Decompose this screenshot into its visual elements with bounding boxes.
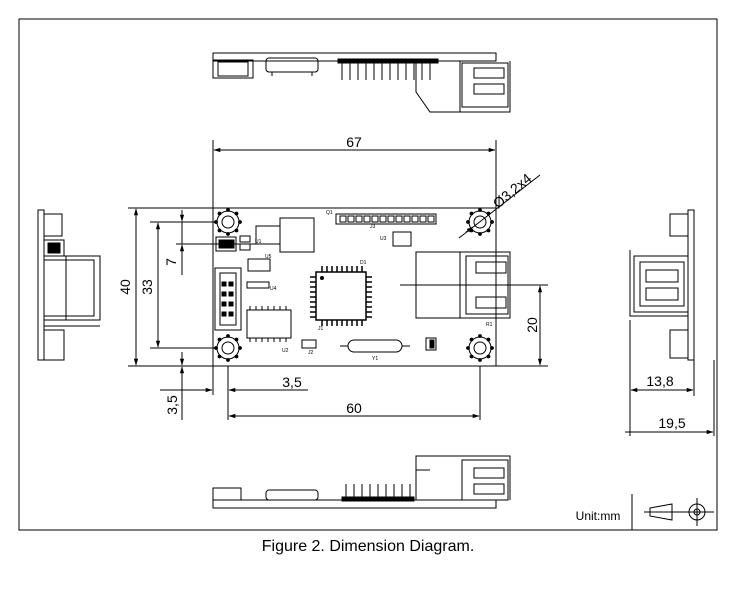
small-ic-u6 — [392, 231, 412, 247]
left-side-view — [37, 209, 101, 361]
bottom-view-rj45 — [415, 455, 511, 501]
crystal-y1 — [340, 339, 410, 353]
idc-header — [214, 267, 242, 331]
label-d1: D1 — [360, 260, 367, 266]
dim-hole-offset-y: 3,5 — [164, 395, 180, 415]
bottom-view-pin-header — [341, 484, 415, 502]
top-side-view — [212, 52, 511, 113]
bottom-side-view — [212, 455, 511, 509]
label-r1: R1 — [486, 322, 493, 328]
unit-box: Unit:mm — [576, 494, 714, 530]
dim-board-width: 67 — [346, 134, 362, 150]
soic-u4 — [246, 281, 292, 342]
pin-header-strip — [335, 213, 437, 225]
dimension-lines — [128, 140, 548, 420]
unit-label: Unit:mm — [576, 509, 621, 523]
dim-hole-offset-x: 3,5 — [282, 374, 302, 390]
dim-rj45-offset: 20 — [524, 317, 540, 333]
top-view-rj45 — [415, 61, 511, 113]
top-view-pin-header — [337, 58, 439, 80]
board-top-view — [212, 207, 511, 367]
dim-board-height: 40 — [117, 279, 133, 295]
dimension-texts: 67 40 33 7 Ø3,2x4 3,5 3,5 60 20 — [117, 134, 540, 416]
small-ic-u5 — [247, 258, 271, 272]
dim-header-offset: 7 — [163, 258, 179, 266]
label-u2: U2 — [282, 348, 289, 354]
mounting-hole-top-left — [214, 208, 242, 236]
label-u1: U1 — [255, 239, 262, 245]
projection-symbol-icon — [644, 498, 714, 526]
dim-hole-spacing-x: 60 — [346, 400, 362, 416]
label-q1: Q1 — [326, 210, 333, 216]
component-labels: U1 U5 J3 U3 U4 U2 J1 J2 Y1 D1 R1 Q1 — [255, 210, 493, 362]
right-side-view — [625, 209, 715, 436]
dim-hole-spacing-y: 33 — [139, 279, 155, 295]
regulator — [279, 217, 315, 253]
mounting-hole-bottom-right — [466, 334, 494, 362]
drawing-frame — [18, 18, 718, 531]
label-j1: J1 — [318, 326, 324, 332]
figure-caption: Figure 2. Dimension Diagram. — [261, 538, 475, 555]
label-u5: U5 — [265, 254, 272, 260]
label-u3: U3 — [380, 236, 387, 242]
label-u4: U4 — [270, 286, 277, 292]
dim-side-depth-2: 19,5 — [658, 415, 685, 431]
dim-side-depth-1: 13,8 — [646, 373, 673, 389]
pcb-outline — [212, 207, 497, 367]
mounting-hole-bottom-left — [214, 334, 242, 362]
label-y1: Y1 — [372, 356, 378, 362]
qfp-main-chip — [310, 266, 372, 326]
label-j2: J2 — [308, 350, 314, 356]
label-j3: J3 — [370, 224, 376, 230]
